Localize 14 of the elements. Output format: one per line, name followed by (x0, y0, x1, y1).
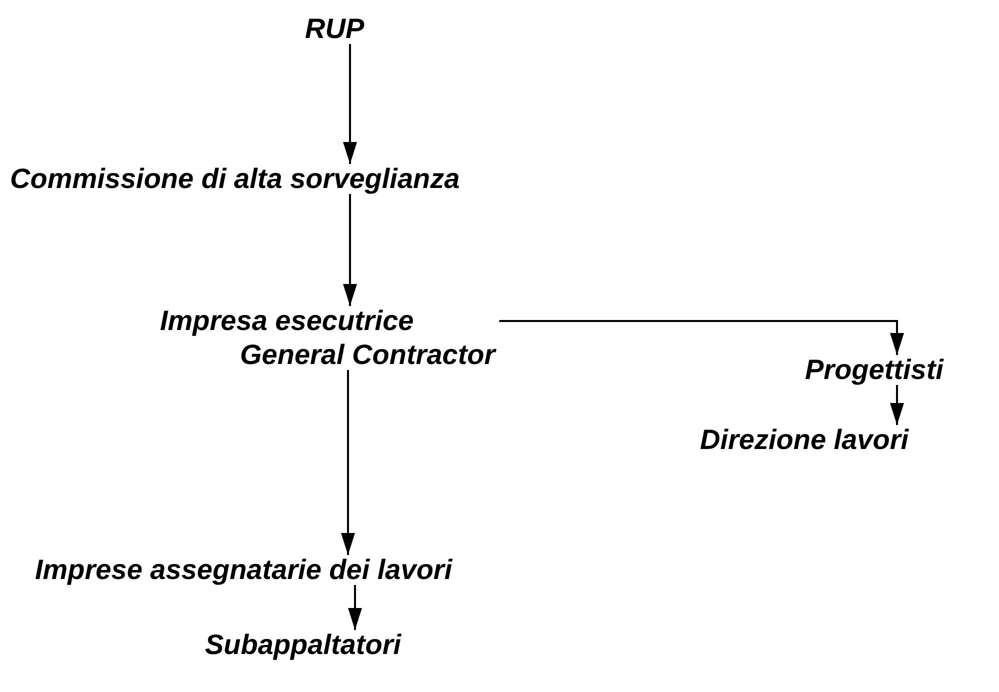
node-label: General Contractor (239, 338, 496, 372)
arrow (499, 320, 904, 355)
node-label: Imprese assegnatarie dei lavori (35, 553, 452, 587)
arrow (341, 370, 355, 555)
arrow (343, 44, 357, 164)
arrow (348, 585, 362, 630)
arrow (343, 194, 357, 306)
node-label: Progettisti (805, 353, 944, 387)
node-label: Direzione lavori (700, 423, 909, 457)
node-label: Subappaltatori (205, 628, 402, 662)
node-label: Commissione di alta sorveglianza (10, 162, 460, 196)
arrow (890, 385, 904, 425)
node-label: RUP (305, 12, 364, 46)
node-label: Impresa esecutrice (160, 304, 415, 338)
